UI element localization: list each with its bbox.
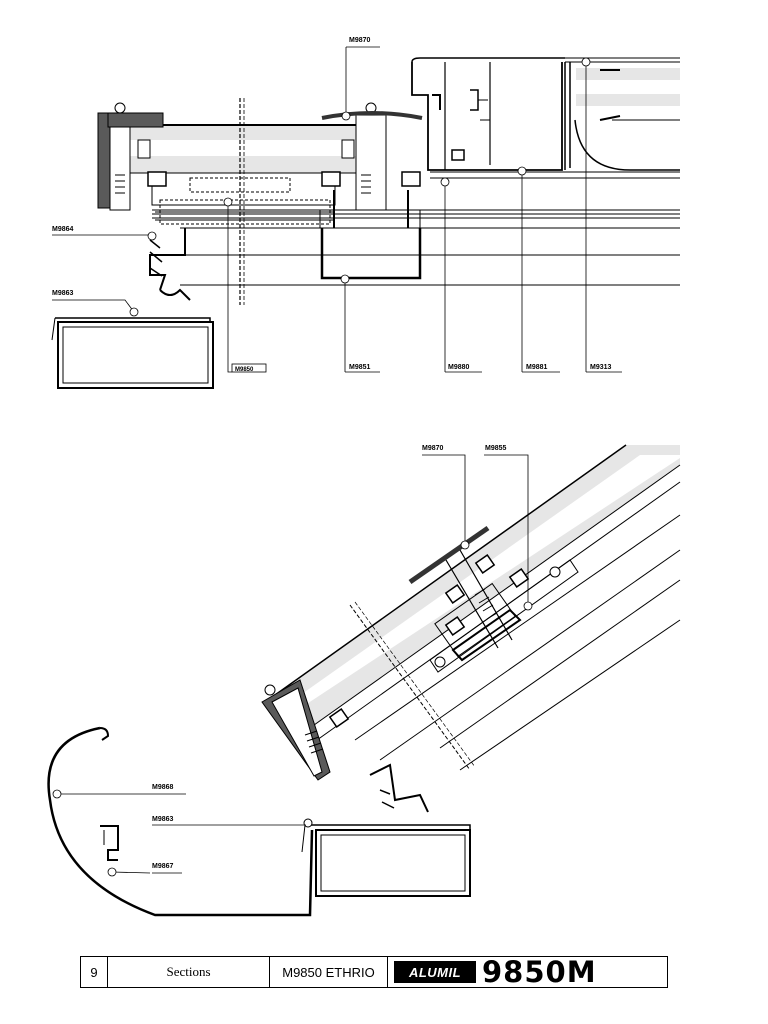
technical-drawing: M9870 M9864 M9863 M9850 M9851 M9880 M988…	[47, 37, 681, 917]
product-name: M9850 ETHRIO	[270, 957, 388, 987]
alumil-logo: ALUMIL	[394, 961, 476, 983]
label-top-m9864: M9864	[52, 226, 74, 233]
top-section-drawing	[51, 57, 680, 389]
page-number: 9	[81, 957, 108, 987]
label-bottom-m9863: M9863	[152, 816, 174, 823]
label-top-m9881: M9881	[526, 364, 548, 371]
label-bottom-m9855: M9855	[485, 445, 507, 452]
label-top-m9313: M9313	[590, 364, 612, 371]
label-top-m9851: M9851	[349, 364, 371, 371]
section-name: Sections	[108, 957, 270, 987]
series-logo: 9850M	[482, 954, 597, 989]
label-bottom-m9870: M9870	[422, 445, 444, 452]
part-labels: M9870 M9864 M9863 M9850 M9851 M9880 M988…	[52, 37, 612, 870]
label-bottom-m9868: M9868	[152, 784, 174, 791]
brand-logo: ALUMIL 9850M	[388, 957, 667, 987]
title-block: 9 Sections M9850 ETHRIO ALUMIL 9850M	[80, 956, 668, 988]
label-top-m9870: M9870	[349, 37, 371, 44]
label-top-m9863: M9863	[52, 290, 74, 297]
support-beam-bottom	[315, 829, 471, 897]
label-top-m9880: M9880	[448, 364, 470, 371]
bottom-section-drawing	[47, 444, 681, 917]
gutter-profile	[47, 726, 314, 917]
support-beam-top	[57, 321, 214, 389]
label-top-m9850: M9850	[235, 367, 254, 373]
label-bottom-m9867: M9867	[152, 863, 174, 870]
